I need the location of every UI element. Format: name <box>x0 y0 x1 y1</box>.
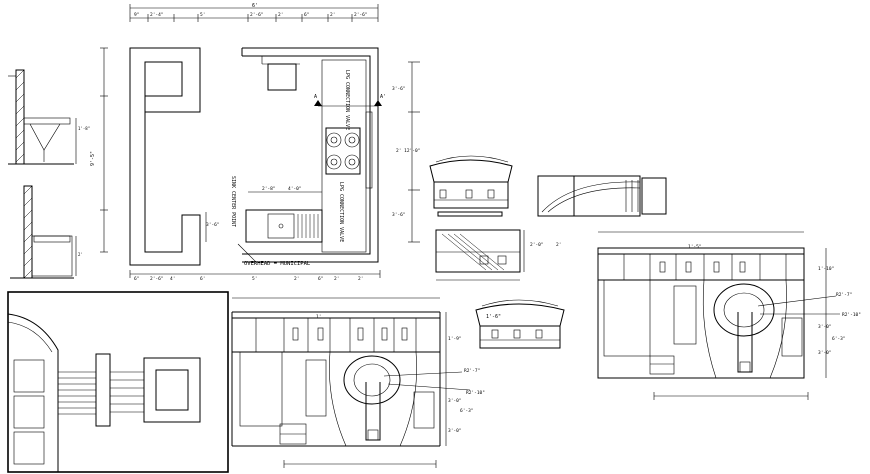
top-dim-4: 2' <box>278 12 283 18</box>
bottom-dim-7: 2' <box>334 276 339 282</box>
elev-right-top-dim: 1'-5" <box>688 244 702 250</box>
elev-left-h4: 6'-3" <box>460 408 474 414</box>
elev-left-h3: 3'-0" <box>448 428 462 434</box>
plan-left-dims: 9'-5" <box>90 47 108 253</box>
bottom-dim-5: 2' <box>294 276 299 282</box>
right-dim-b: 2' 12'-0" <box>396 148 420 154</box>
bottom-dim-2: 4' <box>170 276 175 282</box>
elev-right-r1: R2'-7" <box>836 292 852 298</box>
plan-bottom-dims: 6" 2'-6" 4' 6' 5' 2' 6" 2' 2' <box>129 270 381 282</box>
bottom-dim-1: 2'-6" <box>150 276 164 282</box>
top-dim-6: 2' <box>330 12 335 18</box>
elev-right-r2: R2'-10" <box>842 312 861 318</box>
top-total-dim: 6' <box>252 3 258 9</box>
sink-dim-b: 4'-0" <box>288 186 302 192</box>
sink-counter <box>245 209 323 243</box>
hood-detail-bottom: 1'-6" <box>475 299 565 349</box>
hood-detail-top <box>429 155 513 217</box>
elev-left-top-dim: 1' <box>316 314 321 320</box>
small-detail-dim-a: 1'-8" <box>78 126 90 131</box>
side-panel-detail <box>537 175 667 217</box>
elev-left-h1: 1'-9" <box>448 336 462 342</box>
counter-dim-b: 2' <box>556 242 561 248</box>
elev-right-h1: 1'-10" <box>818 266 834 272</box>
top-dim-7: 2'-6" <box>354 12 368 18</box>
top-dim-0: 9" <box>134 12 139 18</box>
right-dim-a: 3'-6" <box>392 86 406 92</box>
hood-dim: 1'-6" <box>486 314 501 320</box>
elevation-right: R2'-7" R2'-10" 1'-5" 1'-10" 3'-0" 3'-0" … <box>597 231 861 400</box>
sink-center-label: SINK CENTER POINT <box>230 176 236 227</box>
bottom-dim-0: 6" <box>134 276 139 282</box>
elev-right-h4: 6'-3" <box>832 336 846 342</box>
right-dim-c: 3'-6" <box>392 212 406 218</box>
cabinet-closeup-detail <box>7 291 229 473</box>
top-dimension-chain: 6' 9" 2'-4" 5' 2'-6" 2' 6" 2' 2'-6" <box>129 3 379 22</box>
section-mark-a: A <box>314 94 317 100</box>
bottom-dim-8: 2' <box>358 276 363 282</box>
lpg-valve-label-top: LPG CONNECTION VALVE <box>344 70 350 130</box>
section-detail-top: 1'-8" <box>8 69 90 165</box>
sink-bowl <box>267 213 295 239</box>
overhead-label: OVERHEAD = MUNICIPAL <box>244 261 311 267</box>
overall-height-dim: 9'-5" <box>90 151 96 166</box>
counter-dim-a: 2'-0" <box>530 242 544 248</box>
section-detail-bottom: 2' <box>10 185 83 279</box>
hob <box>325 127 361 175</box>
bottom-dim-4: 5' <box>252 276 257 282</box>
bottom-dim-3: 6' <box>200 276 205 282</box>
sink-dim-a: 2'-8" <box>262 186 276 192</box>
plan-right-dims: 3'-6" 2' 12'-0" 3'-6" <box>392 61 420 243</box>
elev-left-r1: R2'-7" <box>464 368 480 374</box>
small-detail-dim-b: 2' <box>78 252 83 257</box>
top-dim-2: 5' <box>200 12 205 18</box>
elev-right-h3: 3'-0" <box>818 350 832 356</box>
sink-dim-c: 3'-6" <box>206 222 220 228</box>
elevation-left: R2'-7" R2'-10" 1' 1'-9" 3'-0" 3'-0" 6'-3… <box>231 297 485 468</box>
top-dim-1: 2'-4" <box>150 12 164 18</box>
bottom-dim-6: 6" <box>318 276 323 282</box>
top-dim-5: 6" <box>304 12 309 18</box>
elev-left-h2: 3'-0" <box>448 398 462 404</box>
lpg-valve-label-bottom: LPG CONNECTION VALVE <box>338 182 344 242</box>
section-mark-b: A' <box>380 94 386 100</box>
top-dim-3: 2'-6" <box>250 12 264 18</box>
kitchen-floor-plan: A A' LPG CONNECTION VALVE LPG CONNECTION… <box>129 47 386 267</box>
elev-right-h2: 3'-0" <box>818 324 832 330</box>
fridge <box>267 63 297 91</box>
elev-left-r2: R2'-10" <box>466 390 485 396</box>
counter-section-detail: 2'-0" 2' <box>435 229 561 281</box>
